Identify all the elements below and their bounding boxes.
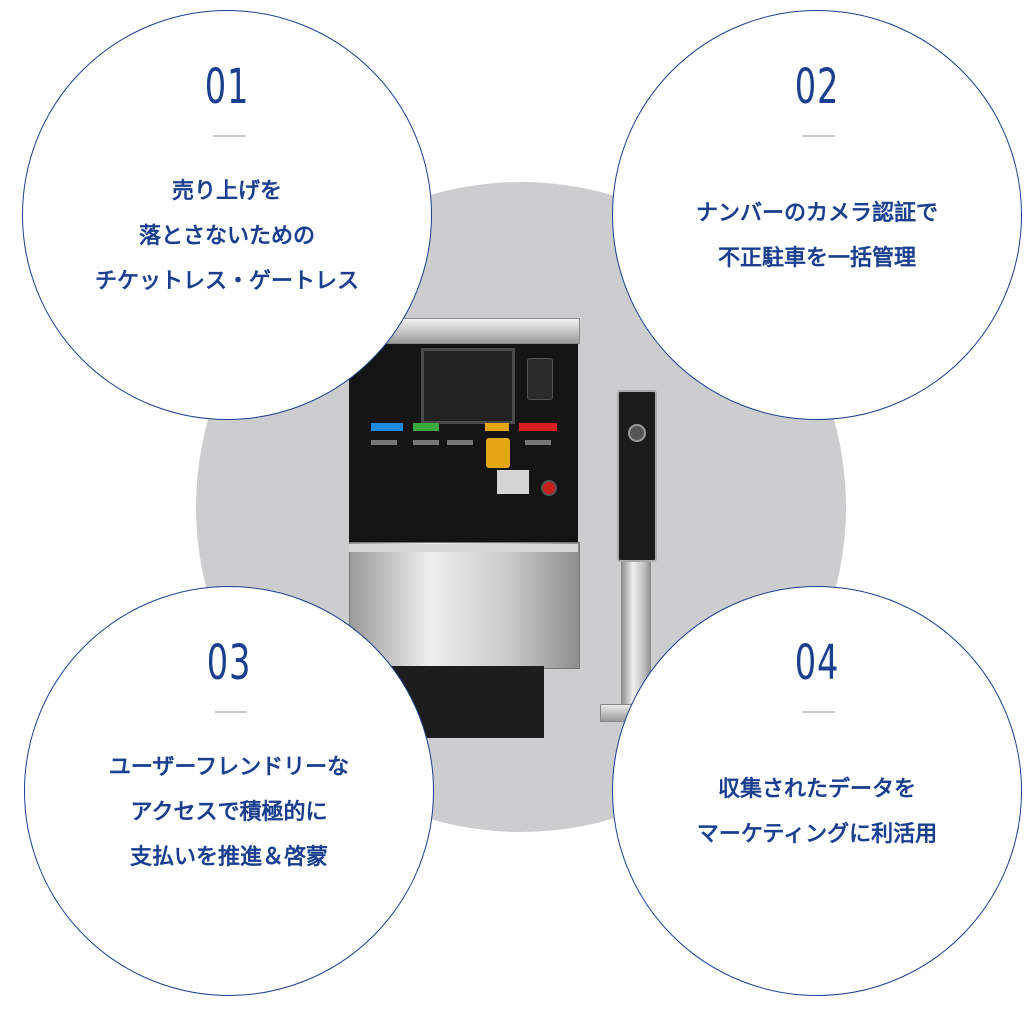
camera-icon <box>628 424 646 442</box>
feature-number: 01 <box>204 59 250 115</box>
feature-number: 04 <box>794 635 840 691</box>
feature-number: 03 <box>206 635 252 691</box>
feature-03: 03 ユーザーフレンドリーな アクセスで積極的に 支払いを推進＆啓蒙 <box>24 586 434 996</box>
machine-screen <box>421 348 515 424</box>
feature-description: 売り上げを 落とさないための チケットレス・ゲートレス <box>94 179 359 294</box>
divider <box>803 711 835 713</box>
divider <box>803 135 835 137</box>
qr-reader <box>497 470 529 494</box>
divider <box>215 711 247 713</box>
emergency-button <box>541 480 557 496</box>
feature-01: 01 売り上げを 落とさないための チケットレス・ゲートレス <box>22 10 432 420</box>
feature-04: 04 収集されたデータを マーケティングに利活用 <box>612 586 1022 996</box>
feature-02: 02 ナンバーのカメラ認証で 不正駐車を一括管理 <box>612 10 1022 420</box>
feature-description: ナンバーのカメラ認証で 不正駐車を一括管理 <box>695 201 938 271</box>
payment-machine-image <box>349 318 580 738</box>
feature-number: 02 <box>794 59 840 115</box>
feature-description: 収集されたデータを マーケティングに利活用 <box>696 777 938 847</box>
card-reader <box>527 358 553 400</box>
feature-description: ユーザーフレンドリーな アクセスで積極的に 支払いを推進＆啓蒙 <box>108 755 350 870</box>
divider <box>213 135 245 137</box>
ic-reader <box>486 438 510 468</box>
